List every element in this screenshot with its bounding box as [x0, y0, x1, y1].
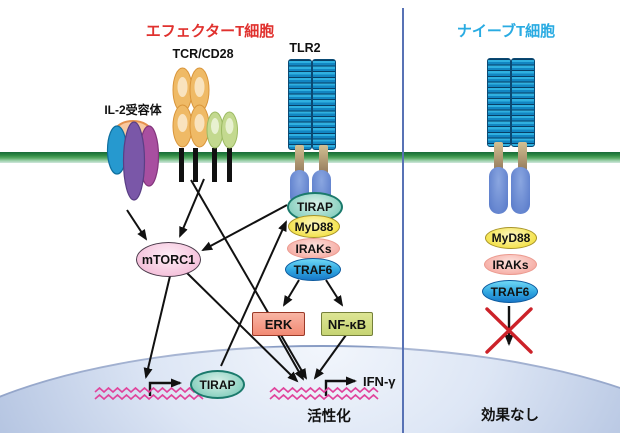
- activation-mrna: [269, 386, 379, 394]
- iraks-molecule: IRAKs: [287, 238, 340, 259]
- mrna-strands: [94, 386, 379, 401]
- arrow-mtorc1-to-activation: [185, 271, 299, 383]
- naive-tlr2-ectodomain-left: [487, 58, 511, 147]
- traf6-molecule: TRAF6: [285, 258, 341, 281]
- il2-receptor-center-chain: [122, 121, 146, 201]
- tlr2-ectodomain-left: [288, 59, 312, 150]
- tcr-cd28-complex: [172, 67, 238, 182]
- naive-tcell-title: ナイーブT細胞: [456, 23, 556, 40]
- arrow-tirap-to-mtorc1: [201, 204, 288, 251]
- cell-membrane: [0, 152, 620, 163]
- no-effect-label: 効果なし: [481, 408, 539, 424]
- cd28-stalk: [227, 148, 232, 182]
- arrow-mtorc1-to-tirap-gene: [143, 275, 171, 379]
- naive-tlr2-tir-domain: [489, 167, 508, 214]
- tcr-domains: [172, 67, 210, 148]
- naive-tlr2-transmembrane: [494, 142, 503, 171]
- tlr2-transmembrane: [295, 145, 304, 174]
- panel-divider: [402, 8, 404, 433]
- arrow-nfkb-to-activation: [313, 334, 347, 380]
- mtorc1-molecule: mTORC1: [136, 242, 201, 277]
- naive-myd88-molecule: MyD88: [485, 227, 537, 249]
- tcr-stalk: [179, 148, 184, 182]
- activation-mrna: [269, 393, 379, 401]
- nucleus-tirap-molecule: TIRAP: [190, 370, 245, 399]
- arrow-nucleus-tirap-to-membrane-tirap: [220, 220, 287, 367]
- il2-receptor: [106, 120, 160, 201]
- nfkb-box: NF-κB: [321, 312, 373, 336]
- il2-receptor-label: IL-2受容体: [104, 103, 162, 117]
- tlr2-ectodomain-right: [312, 59, 336, 150]
- cd28-domains: [206, 111, 238, 149]
- tcr-cd28-label: TCR/CD28: [172, 47, 234, 61]
- myd88-molecule: MyD88: [288, 215, 340, 238]
- activation-label: 活性化: [307, 409, 351, 425]
- promoter-arrow-ifn-gamma: [324, 376, 357, 396]
- arrow-tcr-to-activation: [190, 179, 308, 380]
- arrow-traf6-to-nfkb: [325, 279, 344, 307]
- blocked-x-icon: [485, 307, 533, 354]
- tcr-stalk: [193, 148, 198, 182]
- naive-traf6-molecule: TRAF6: [482, 280, 538, 303]
- naive-tlr2-tir-domain: [511, 167, 530, 214]
- arrow-traf6-to-erk: [282, 279, 300, 307]
- effector-tcell-title: エフェクターT細胞: [145, 23, 275, 40]
- cd28-stalk: [212, 148, 217, 182]
- naive-tlr2-transmembrane: [518, 142, 527, 171]
- figure-bottom-margin: [0, 433, 620, 445]
- tlr2-transmembrane: [319, 145, 328, 174]
- tirap-gene-mrna: [94, 393, 204, 401]
- tirap-gene-mrna: [94, 386, 204, 394]
- naive-iraks-molecule: IRAKs: [484, 254, 537, 275]
- naive-tlr2-ectodomain-right: [511, 58, 535, 147]
- arrow-il2r-to-mtorc1: [126, 209, 148, 241]
- tlr2-label: TLR2: [289, 41, 321, 55]
- erk-box: ERK: [252, 312, 305, 336]
- arrow-erk-to-activation: [277, 334, 304, 381]
- ifn-gamma-label: IFN-γ: [363, 374, 396, 389]
- arrow-tcr-to-mtorc1: [179, 178, 205, 238]
